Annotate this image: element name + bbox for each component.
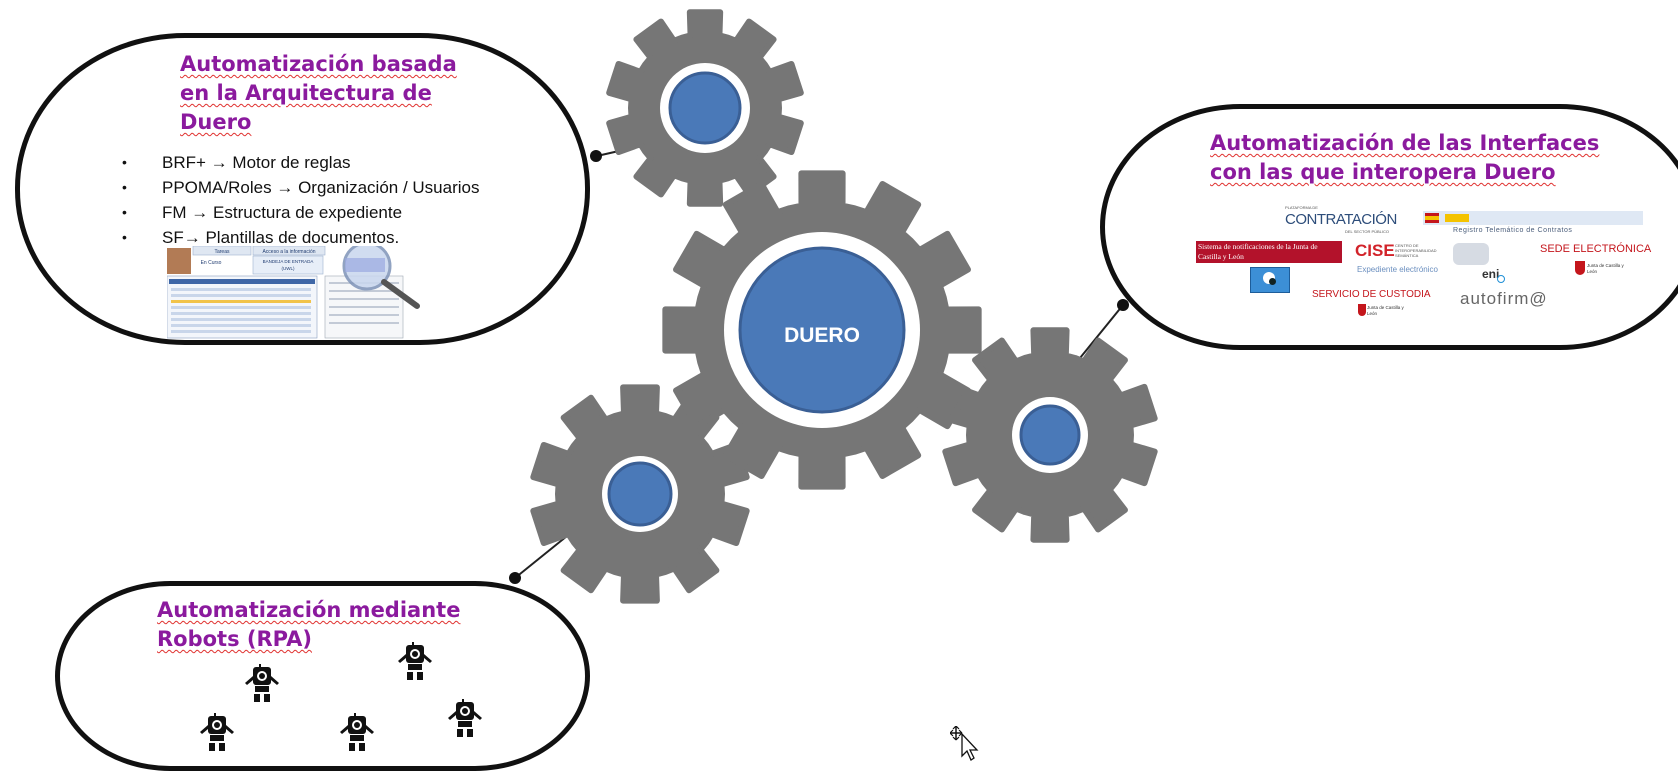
logo-custodia-junta: Junta de Castilla y León — [1367, 305, 1404, 316]
rpa-title-line-2: Robots (RPA) — [157, 627, 312, 651]
arrow-icon: → — [183, 228, 201, 247]
interfaces-title: Automatización de las Interfaces con las… — [1210, 129, 1599, 187]
architecture-title-line-2: en la Arquitectura de — [180, 81, 432, 105]
logo-junta: Junta de Castilla y León — [1587, 263, 1624, 274]
bullet-item: PPOMA/Roles → Organización / Usuarios — [122, 175, 479, 200]
gear-center — [662, 170, 982, 490]
architecture-bubble: Automatización basada en la Arquitectura… — [15, 33, 590, 345]
arrow-icon: → — [276, 178, 294, 197]
gear-center-hub — [738, 246, 906, 414]
logo-cise: CISE — [1355, 241, 1395, 260]
gear-right-hub — [1019, 404, 1081, 466]
connector-rpa — [514, 531, 573, 579]
logo-notificaciones: Sistema de notificaciones de la Junta de… — [1196, 241, 1342, 263]
logo-junta-shield — [1575, 261, 1585, 275]
svg-text:Tareas: Tareas — [214, 249, 230, 255]
gear-left — [530, 384, 750, 604]
robot-icon — [200, 713, 234, 751]
logo-sede: SEDE ELECTRÓNICA — [1540, 243, 1652, 255]
connector-dot-architecture — [590, 150, 602, 162]
svg-text:En Curso: En Curso — [201, 260, 222, 266]
svg-text:(UWL): (UWL) — [282, 266, 295, 271]
bullet-item: FM → Estructura de expediente — [122, 200, 479, 225]
logo-eni-ring — [1497, 275, 1505, 283]
robot-icon — [245, 664, 279, 702]
robot-icon — [398, 642, 432, 680]
robot-icon — [340, 713, 374, 751]
cursor-move-icon — [950, 726, 979, 761]
logo-custodia-shield — [1358, 304, 1366, 316]
bullet-item: SF→ Plantillas de documentos. — [122, 225, 479, 250]
gear-top-hub — [668, 71, 742, 145]
logo-cise-sub: CENTRO DE INTEROPERABILIDAD SEMÁNTICA — [1395, 243, 1437, 258]
interfaces-title-line-2: con las que interopera Duero — [1210, 160, 1556, 184]
svg-text:Acceso a la información: Acceso a la información — [262, 249, 315, 255]
logo-expediente: Expediente electrónico — [1357, 265, 1438, 274]
hub-label: DUERO — [784, 324, 860, 347]
interfaces-title-line-1: Automatización de las Interfaces — [1210, 131, 1600, 155]
rpa-title: Automatización mediante Robots (RPA) — [157, 596, 460, 654]
rpa-bubble: Automatización mediante Robots (RPA) — [55, 581, 590, 771]
arrow-icon: → — [191, 203, 209, 222]
gear-right — [942, 327, 1158, 543]
logo-expediente-graphic — [1453, 243, 1489, 265]
sap-screenshot-collage: Tareas Acceso a la información En Curso … — [167, 246, 420, 339]
gear-left-hub — [607, 461, 673, 527]
interfaces-bubble: Automatización de las Interfaces con las… — [1100, 104, 1678, 350]
logo-custodia: SERVICIO DE CUSTODIA — [1312, 289, 1431, 300]
rpa-title-line-1: Automatización mediante — [157, 598, 461, 622]
architecture-bullets: BRF+ → Motor de reglas PPOMA/Roles → Org… — [122, 150, 479, 250]
connector-interfaces — [1079, 304, 1124, 359]
arrow-icon: → — [210, 153, 228, 172]
logo-autofirma: autofirm@ — [1460, 289, 1548, 308]
architecture-title-line-1: Automatización basada — [180, 52, 457, 76]
logo-registro: Registro Telemático de Contratos — [1423, 211, 1643, 239]
connector-dot-rpa — [509, 572, 521, 584]
logo-notificaciones-icon — [1250, 267, 1290, 293]
robot-icon — [448, 699, 482, 737]
architecture-title: Automatización basada en la Arquitectura… — [180, 50, 457, 137]
architecture-title-line-3: Duero — [180, 110, 252, 134]
gear-top — [606, 9, 804, 207]
bullet-item: BRF+ → Motor de reglas — [122, 150, 479, 175]
connector-dot-interfaces — [1117, 299, 1129, 311]
svg-text:BANDEJA DE ENTRADA: BANDEJA DE ENTRADA — [263, 259, 314, 264]
logo-eni: eni — [1482, 267, 1500, 281]
